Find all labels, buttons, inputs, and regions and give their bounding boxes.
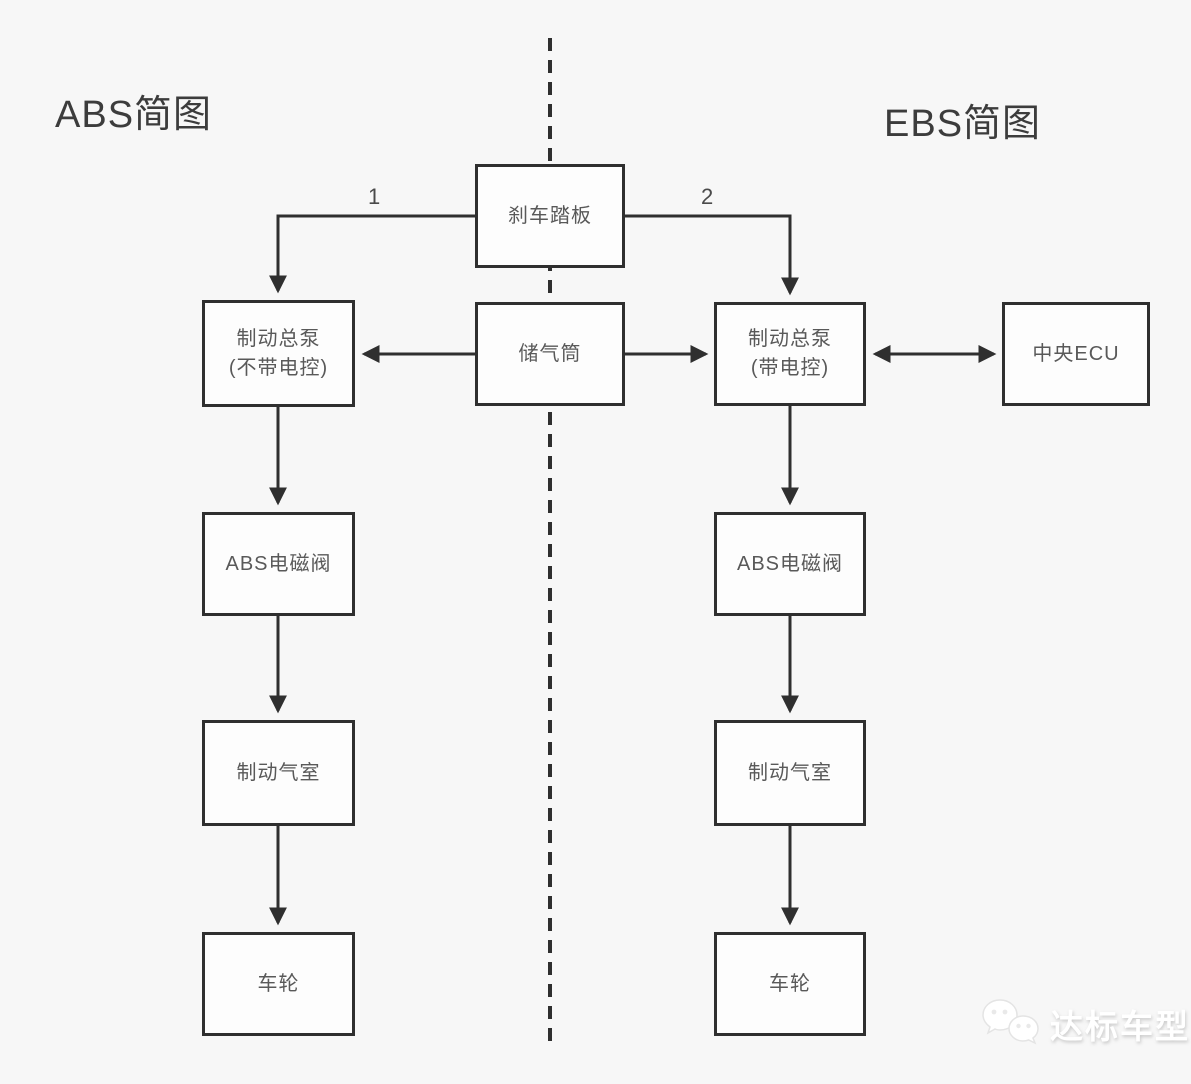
node-air-reservoir: 储气筒: [475, 302, 625, 406]
node-abs-master-cylinder: 制动总泵 (不带电控): [202, 300, 355, 407]
wechat-chat-bubbles-icon: [982, 999, 1039, 1045]
watermark-text: 达标车型: [1050, 1008, 1190, 1045]
node-brake-pedal: 刹车踏板: [475, 164, 625, 268]
node-abs-solenoid-valve-right: ABS电磁阀: [714, 512, 866, 616]
node-ebs-master-cylinder: 制动总泵 (带电控): [714, 302, 866, 406]
edge-pedal-to-ebs-master: [625, 214, 799, 296]
node-wheel-right: 车轮: [714, 932, 866, 1036]
watermark: 达标车型: [980, 998, 1190, 1050]
edge-pedal-to-abs-master: [269, 214, 475, 294]
ebs-section-title: EBS简图: [884, 103, 1042, 145]
branch-label-1: 1: [368, 184, 381, 209]
node-brake-chamber-left: 制动气室: [202, 720, 355, 826]
abs-section-title: ABS简图: [55, 94, 213, 136]
node-brake-chamber-right: 制动气室: [714, 720, 866, 826]
node-central-ecu: 中央ECU: [1002, 302, 1150, 406]
node-wheel-left: 车轮: [202, 932, 355, 1036]
branch-label-2: 2: [701, 184, 714, 209]
node-abs-solenoid-valve-left: ABS电磁阀: [202, 512, 355, 616]
